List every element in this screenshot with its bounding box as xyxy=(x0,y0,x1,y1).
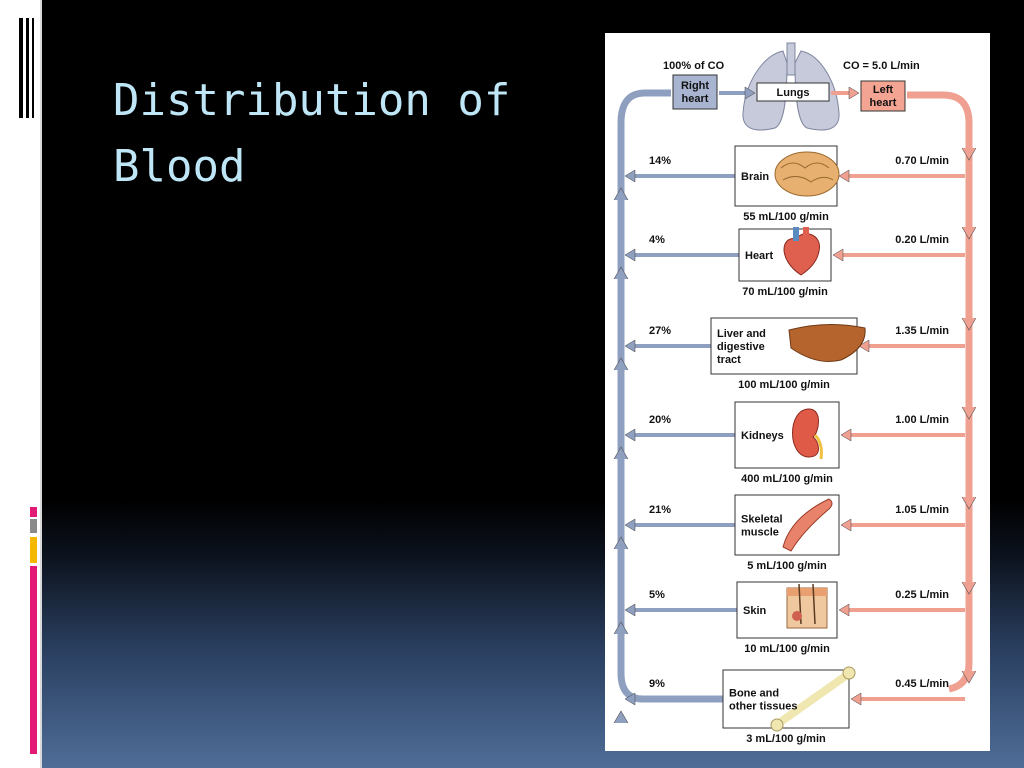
flow-label-5: 0.25 L/min xyxy=(895,589,949,601)
title-line-2: Blood xyxy=(113,141,246,192)
left-heart-label-2: heart xyxy=(870,97,897,109)
perfusion-label-5: 10 mL/100 g/min xyxy=(744,643,830,655)
flow-label-1: 0.20 L/min xyxy=(895,234,949,246)
title-line-1: Distribution of xyxy=(113,75,511,126)
percent-label-6: 9% xyxy=(649,678,665,690)
arterial-arrowhead-6 xyxy=(850,692,862,706)
venous-rail-arrow-5 xyxy=(613,621,629,635)
venous-arrowhead-0 xyxy=(624,169,636,183)
organ-label-5-0: Skin xyxy=(743,605,767,617)
venous-arrowhead-3 xyxy=(624,428,636,442)
perfusion-label-2: 100 mL/100 g/min xyxy=(738,379,830,391)
organ-label-1-0: Heart xyxy=(745,250,773,262)
percent-label-5: 5% xyxy=(649,589,665,601)
lungs-box xyxy=(756,82,830,102)
flow-label-0: 0.70 L/min xyxy=(895,155,949,167)
left-heart-label-1: Left xyxy=(873,84,894,96)
slide-title: Distribution of Blood xyxy=(113,68,583,200)
right-heart-box xyxy=(672,74,718,110)
venous-rail-arrow-1 xyxy=(613,266,629,280)
organ-label-2-1: digestive xyxy=(717,341,765,353)
perfusion-label-4: 5 mL/100 g/min xyxy=(747,560,827,572)
perfusion-label-1: 70 mL/100 g/min xyxy=(742,286,828,298)
left-heart-box xyxy=(860,80,906,112)
arterial-arrowhead-3 xyxy=(840,428,852,442)
organ-label-2-2: tract xyxy=(717,354,741,366)
perfusion-label-6: 3 mL/100 g/min xyxy=(746,733,826,745)
venous-rail-arrow-6 xyxy=(613,710,629,724)
percent-label-1: 4% xyxy=(649,234,665,246)
organ-label-0-0: Brain xyxy=(741,171,769,183)
organ-label-4-0: Skeletal xyxy=(741,514,783,526)
right-heart-label-1: Right xyxy=(681,80,709,92)
left-accent-line xyxy=(40,0,42,768)
arterial-rail-arrow-3 xyxy=(961,406,977,420)
venous-arrowhead-6 xyxy=(624,692,636,706)
percent-label-2: 27% xyxy=(649,325,671,337)
arterial-rail-arrow-0 xyxy=(961,147,977,161)
brain-icon xyxy=(774,151,840,197)
arterial-rail-arrow-4 xyxy=(961,496,977,510)
arterial-arrowhead-5 xyxy=(838,603,850,617)
percent-label-4: 21% xyxy=(649,504,671,516)
flow-label-6: 0.45 L/min xyxy=(895,678,949,690)
venous-rail-arrow-3 xyxy=(613,446,629,460)
organ-label-3-0: Kidneys xyxy=(741,430,784,442)
co-value-label: CO = 5.0 L/min xyxy=(843,60,920,72)
arterial-rail-arrow-2 xyxy=(961,317,977,331)
heart-icon xyxy=(783,227,820,276)
venous-arrowhead-4 xyxy=(624,518,636,532)
top-flow-arrows xyxy=(719,86,860,100)
liver-icon xyxy=(788,323,866,362)
organ-label-4-1: muscle xyxy=(741,527,779,539)
venous-arrowhead-1 xyxy=(624,248,636,262)
percent-label-3: 20% xyxy=(649,414,671,426)
arterial-supply-path xyxy=(907,91,973,693)
arterial-arrowhead-4 xyxy=(840,518,852,532)
perfusion-label-0: 55 mL/100 g/min xyxy=(743,211,829,223)
arterial-arrowhead-2 xyxy=(858,339,870,353)
venous-rail-arrow-4 xyxy=(613,536,629,550)
skin-icon xyxy=(786,583,828,629)
blood-flow-diagram: 100% of CO CO = 5.0 L/min Lungs Right he… xyxy=(613,42,977,745)
co-percent-label: 100% of CO xyxy=(663,60,725,72)
lungs-label: Lungs xyxy=(777,87,810,99)
venous-arrowhead-2 xyxy=(624,339,636,353)
venous-rail-arrow-0 xyxy=(613,187,629,201)
arterial-rail-arrow-6 xyxy=(961,670,977,684)
arterial-arrowhead-0 xyxy=(838,169,850,183)
organ-label-2-0: Liver and xyxy=(717,328,766,340)
blood-distribution-figure: 100% of CO CO = 5.0 L/min Lungs Right he… xyxy=(605,33,990,751)
bone-icon xyxy=(770,666,856,732)
arterial-rail-arrow-5 xyxy=(961,581,977,595)
flow-label-3: 1.00 L/min xyxy=(895,414,949,426)
perfusion-label-3: 400 mL/100 g/min xyxy=(741,473,833,485)
percent-label-0: 14% xyxy=(649,155,671,167)
arterial-rail-arrow-1 xyxy=(961,226,977,240)
venous-arrowhead-5 xyxy=(624,603,636,617)
kidney-icon xyxy=(792,408,823,460)
flow-label-2: 1.35 L/min xyxy=(895,325,949,337)
arterial-arrowhead-1 xyxy=(832,248,844,262)
organ-label-6-1: other tissues xyxy=(729,701,797,713)
flow-label-4: 1.05 L/min xyxy=(895,504,949,516)
venous-rail-arrow-2 xyxy=(613,357,629,371)
organ-label-6-0: Bone and xyxy=(729,688,779,700)
muscle-icon xyxy=(782,498,833,552)
right-heart-label-2: heart xyxy=(682,93,709,105)
